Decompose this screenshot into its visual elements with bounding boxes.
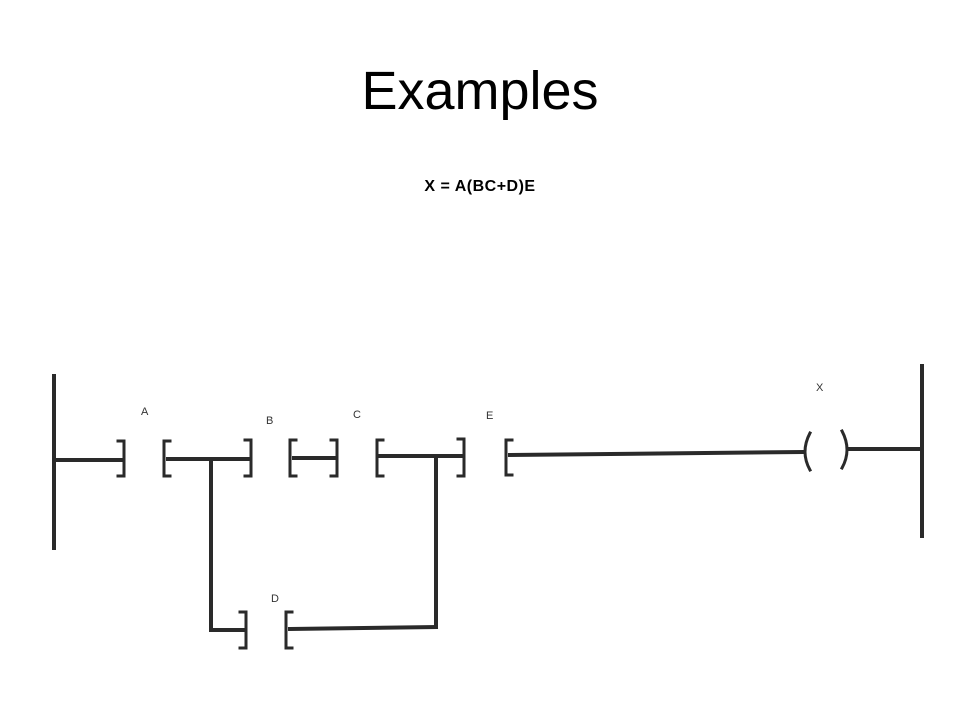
coil-x-label: X: [816, 382, 824, 394]
contact-e: [456, 437, 514, 478]
contact-a-label: A: [141, 406, 149, 418]
contact-e-label: E: [486, 410, 493, 422]
wire-d-to-branch: [287, 624, 439, 632]
coil-x: [803, 428, 849, 473]
contact-a: [116, 439, 172, 478]
contact-b-label: B: [266, 415, 273, 427]
contact-d-label: D: [271, 593, 279, 605]
contact-b: [243, 438, 298, 478]
boolean-equation: X = A(BC+D)E: [424, 178, 536, 195]
contact-d: [238, 610, 294, 650]
slide-title: Examples: [361, 61, 599, 121]
contact-c: [329, 438, 385, 478]
contact-c-label: C: [353, 409, 361, 421]
wire-e-to-x: [507, 449, 805, 458]
